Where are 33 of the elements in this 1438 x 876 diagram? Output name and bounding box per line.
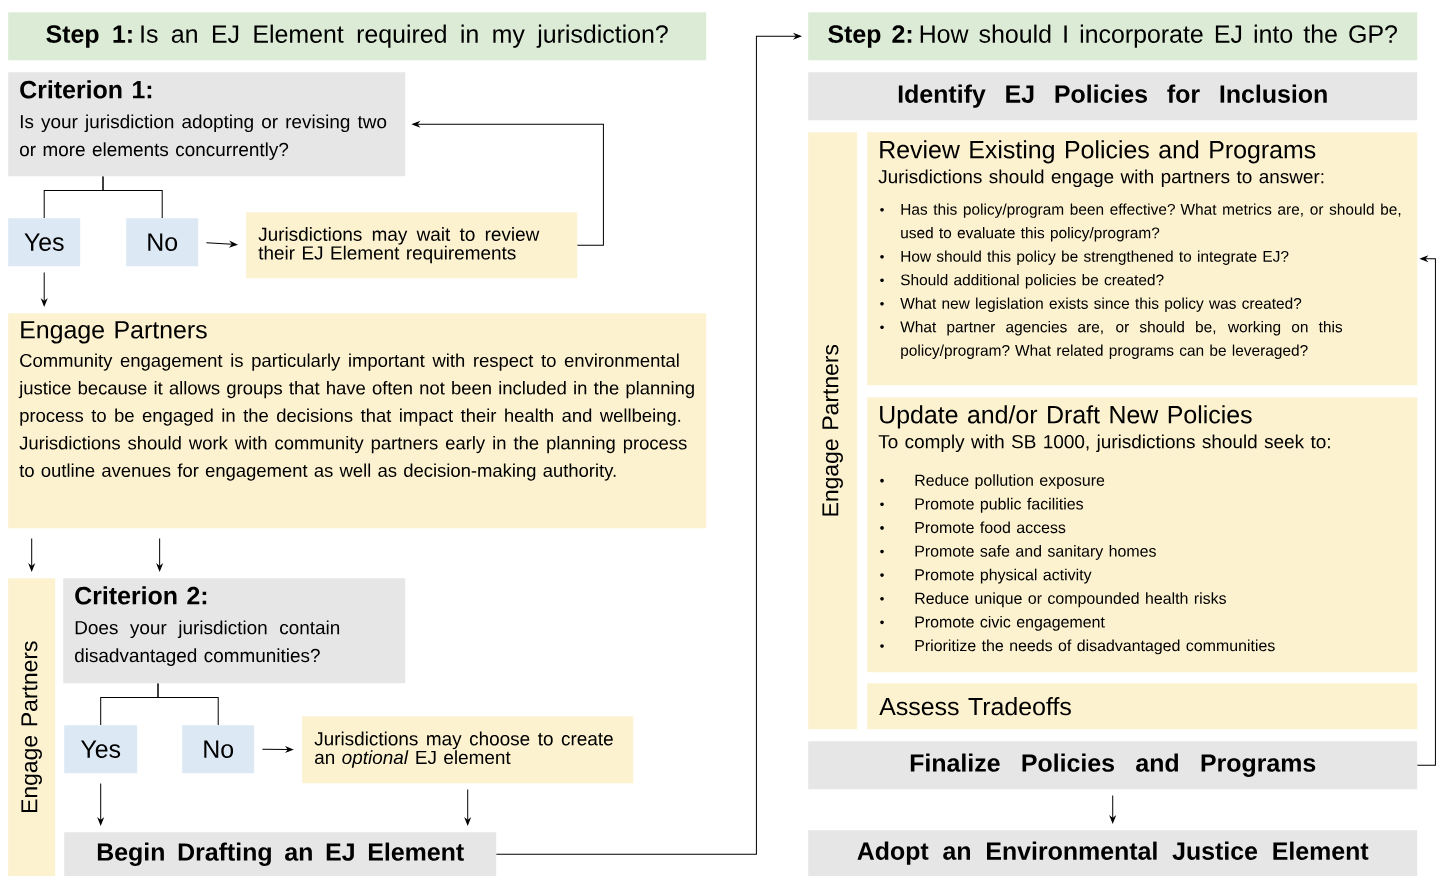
arrow bbox=[97, 782, 104, 826]
arrow bbox=[28, 537, 35, 572]
note-box: Jurisdictions may wait to review their EJ Element requirements bbox=[246, 212, 578, 279]
side-band: Engage Partners bbox=[8, 578, 56, 876]
question-box: Criterion 1: Is your jurisdiction adopting or revising two or more elements concurrently? bbox=[8, 72, 406, 177]
heading-box: Begin Drafting an EJ Element bbox=[64, 832, 497, 876]
side-band: Engage Partners bbox=[808, 132, 858, 730]
connector-line bbox=[157, 682, 219, 726]
text-box: Engage Partners Community engagement is particularly important with respect to environmental justice because it allows groups that have often not been included in the planning process to be engaged in the decisions that impact their health and wellbeing. Jurisdictions should work with community partners early in the planning process to outline avenues for engagement as well as decision-making authority. bbox=[8, 313, 707, 529]
arrow bbox=[41, 271, 48, 307]
section-box: Review Existing Policies and Programs Jurisdictions should engage with partners to answer: Has this policy/program been effective? What metrics are, or should be, used to evaluate this policy/program? How should this policy be strengthened to integrate EJ? Should additional policies be created? What new legislation exists since this policy was created? What partner agencies are, or should be, working on this policy/program? What related programs can be leveraged? bbox=[867, 132, 1418, 386]
section-box: Assess Tradeoffs bbox=[867, 683, 1418, 730]
arrow bbox=[261, 746, 294, 753]
heading-box: Adopt an Environmental Justice Element bbox=[808, 830, 1418, 876]
arrow bbox=[1109, 794, 1116, 824]
heading-box: Finalize Policies and Programs bbox=[808, 741, 1418, 790]
choice-box: No bbox=[126, 218, 199, 267]
connector-line bbox=[102, 175, 163, 219]
arrow bbox=[156, 537, 163, 572]
choice-box: No bbox=[182, 725, 255, 774]
arrow bbox=[412, 121, 604, 246]
question-box: Criterion 2: Does your jurisdiction contain disadvantaged communities? bbox=[63, 578, 406, 684]
arrow bbox=[495, 33, 802, 855]
note-box: Jurisdictions may choose to create an optional EJ element bbox=[302, 716, 634, 784]
step-banner: Step 2: How should I incorporate EJ into the GP? bbox=[808, 12, 1418, 61]
choice-box: Yes bbox=[64, 725, 138, 774]
step-banner: Step 1: Is an EJ Element required in my jurisdiction? bbox=[8, 12, 707, 61]
choice-box: Yes bbox=[8, 218, 81, 267]
section-box: Update and/or Draft New Policies To comply with SB 1000, jurisdictions should seek to: Reduce pollution exposure Promote public facilities Promote food access Promote safe and sanitary homes Promote physical activity Reduce unique or compounded health risks Promote civic engagement Prioritize the needs of disadvantaged communities bbox=[867, 397, 1418, 673]
arrow bbox=[464, 788, 471, 826]
arrow bbox=[205, 241, 238, 248]
arrow bbox=[1416, 255, 1436, 766]
heading-box: Identify EJ Policies for Inclusion bbox=[808, 72, 1418, 121]
